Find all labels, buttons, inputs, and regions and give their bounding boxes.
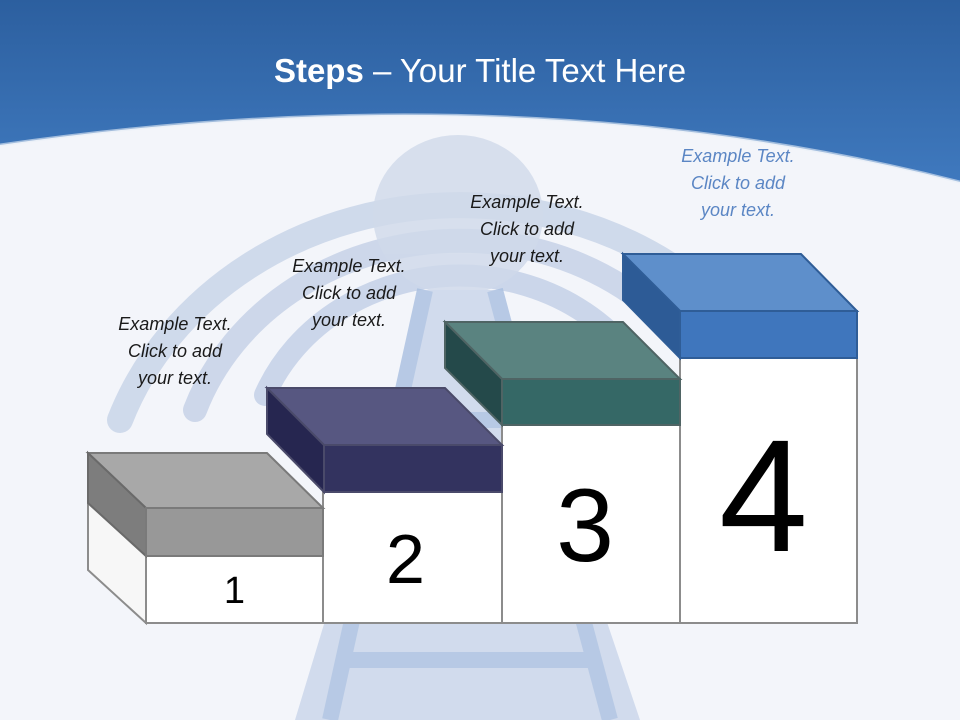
step-4-number: 4	[719, 406, 808, 585]
step-1-number: 1	[223, 570, 246, 612]
step-2-number: 2	[386, 520, 425, 598]
header-band	[0, 0, 960, 182]
step-2-caption[interactable]: Example Text. Click to add your text.	[292, 256, 406, 330]
step-columns	[87, 357, 858, 626]
step-3-block	[442, 319, 683, 428]
slide-title[interactable]: Steps – Your Title Text Here	[0, 52, 960, 90]
title-rest: – Your Title Text Here	[363, 52, 687, 89]
step-1-block	[85, 450, 326, 559]
step-4-block	[620, 251, 860, 361]
step-2-block	[264, 385, 505, 495]
step-1-caption[interactable]: Example Text. Click to add your text.	[118, 314, 232, 388]
step-4-caption[interactable]: Example Text. Click to add your text.	[681, 146, 795, 220]
step-3-caption[interactable]: Example Text. Click to add your text.	[470, 192, 584, 266]
step-3-number: 3	[556, 468, 614, 584]
title-bold: Steps	[273, 52, 364, 89]
